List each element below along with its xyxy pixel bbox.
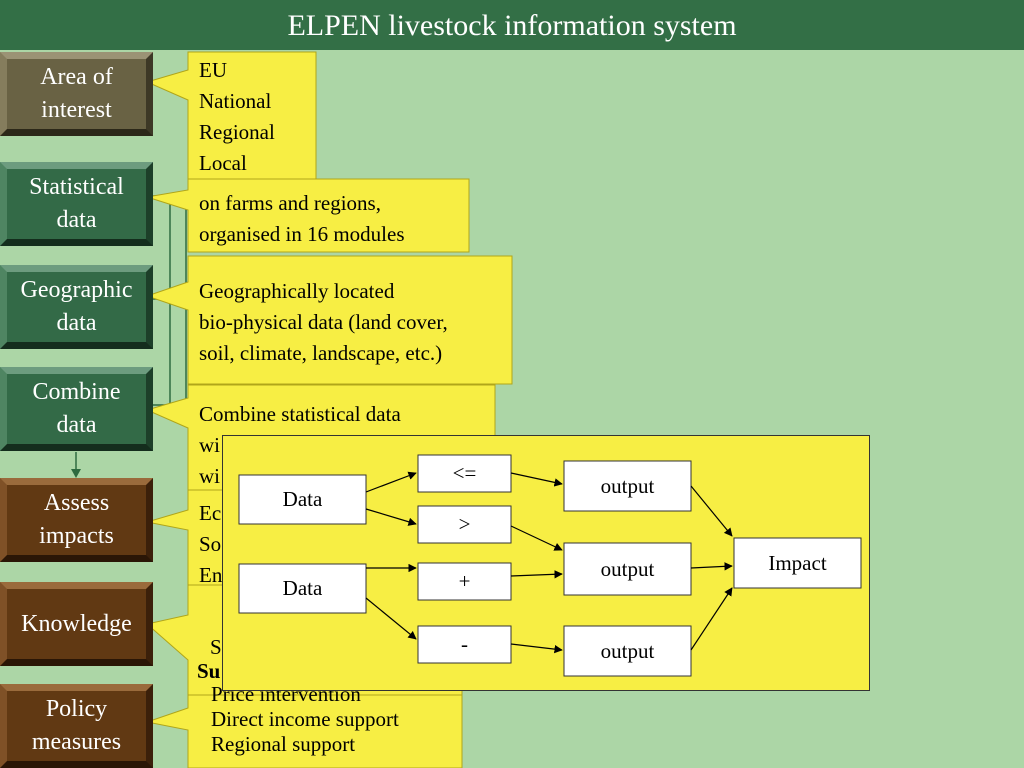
callout-statistical-text: on farms and regions, organised in 16 mo… [199,188,405,250]
operator-box [417,505,512,544]
output-box [563,625,692,677]
geographic-line: bio-physical data (land cover, [199,310,448,334]
flow-arrow [365,471,417,493]
combine-line: wi [199,433,220,457]
callout-geographic-text: Geographically located bio-physical data… [199,276,448,369]
flow-arrow [690,485,733,537]
output-box [563,460,692,512]
output-label: output [600,638,655,663]
impact-label: Impact [768,550,827,575]
statistical-line: organised in 16 modules [199,222,405,246]
impact-box [733,537,862,589]
sidebar-item-label: Statistical [29,174,124,200]
sidebar-item-label: impacts [39,523,114,549]
callout-area [145,51,317,182]
data-box [238,563,367,614]
callout-area-text: EU National Regional Local [199,55,275,179]
geographic-line: Geographically located [199,279,395,303]
sidebar-item-policy-measures[interactable]: Policy measures [0,684,153,768]
sidebar-item-label: Assess [43,490,110,516]
output-label: output [600,473,655,498]
flow-arrow [510,525,563,551]
assess-line: So [199,532,222,556]
sidebar-item-area-of-interest[interactable]: Area of interest [0,52,153,136]
operator-box [417,562,512,601]
flow-arrow [510,643,563,654]
sidebar-item-label: data [56,310,97,336]
policy-item: Regional support [211,732,356,756]
sidebar-item-label: Combine [32,379,121,405]
data-box-label: Data [282,576,323,600]
combine-line: wi [199,464,220,488]
geographic-line: soil, climate, landscape, etc.) [199,341,443,365]
callout-assess-text: Ec So En [199,498,222,591]
flow-arrow [510,570,563,579]
assess-line: En [199,563,223,587]
statistical-line: on farms and regions, [199,191,381,215]
operator-box [417,454,512,493]
area-level-local: Local [199,151,247,175]
sidebar-item-assess-impacts[interactable]: Assess impacts [0,478,153,562]
sidebar-item-label: Area of [40,64,113,90]
assess-line: Ec [199,501,222,525]
flow-arrow [365,597,417,640]
sidebar-item-label: measures [31,729,122,755]
area-level-national: National [199,89,272,113]
output-label: output [600,556,655,581]
sidebar-item-label: data [56,412,97,438]
data-box [238,474,367,525]
callout-combine-text: Combine statistical data wi wi [199,399,401,492]
sidebar-item-geographic-data[interactable]: Geographic data [0,265,153,349]
operator-box [417,625,512,664]
policy-item: Direct income support [211,707,399,731]
operator-label: + [458,569,471,593]
flow-arrow [690,587,733,651]
sidebar-item-label: interest [41,97,112,123]
sidebar-item-label: data [56,207,97,233]
combine-line: Combine statistical data [199,402,401,426]
operator-label: <= [452,461,477,485]
page-title: ELPEN livestock information system [0,0,1024,50]
flow-arrow [510,472,563,487]
sidebar-item-knowledge[interactable]: Knowledge [0,582,153,666]
sidebar-item-label: Geographic [20,277,133,303]
sidebar-item-statistical-data[interactable]: Statistical data [0,162,153,246]
operator-label: > [458,512,471,536]
area-level-regional: Regional [199,120,275,144]
callout-geographic [145,255,513,385]
callout-policy [145,694,463,768]
sidebar-item-label: Knowledge [21,610,132,637]
flow-arrow [365,508,417,526]
operator-label: - [461,632,468,656]
callout-statistical [146,178,470,253]
area-level-eu: EU [199,58,227,82]
flow-arrow [690,562,733,571]
output-box [563,542,692,596]
sidebar-item-combine-data[interactable]: Combine data [0,367,153,451]
sidebar-item-label: Policy [45,696,108,722]
callout-knowledge-text: S [210,635,222,659]
data-box-label: Data [282,487,323,511]
policy-heading: Su [197,659,221,683]
